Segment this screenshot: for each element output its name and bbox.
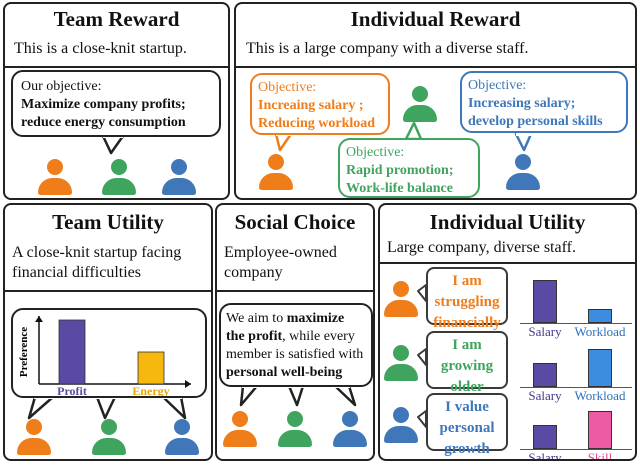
divider xyxy=(217,290,373,292)
person-icon xyxy=(384,345,418,381)
utility-statement: I am growing older xyxy=(426,331,508,395)
bubble-bold-text: personal well-being xyxy=(226,365,343,380)
objective-bubble-blue: Objective: Increasing salary; develop pe… xyxy=(460,71,628,133)
bar-profit xyxy=(58,319,86,385)
y-axis-arrow xyxy=(35,316,43,322)
social-choice-description: Employee-owned company xyxy=(224,244,337,281)
bar-label: Skill xyxy=(587,450,613,461)
bar-skill xyxy=(588,411,612,449)
bubble-text: , while every member is satisfied with xyxy=(226,329,364,362)
team-utility-description: A close-knit startup facing financial di… xyxy=(12,244,182,281)
person-icon xyxy=(333,411,367,447)
person-icon xyxy=(403,86,437,122)
bubble-bold-text: maximize the profit xyxy=(226,311,345,344)
divider xyxy=(5,290,211,292)
person-icon xyxy=(384,281,418,317)
individual-reward-panel: Individual Reward This is a large compan… xyxy=(234,2,637,200)
divider xyxy=(236,66,635,68)
individual-utility-panel: Individual Utility Large company, divers… xyxy=(378,203,637,461)
individual-reward-title: Individual Reward xyxy=(350,7,521,31)
y-axis-label: Preference xyxy=(18,327,30,377)
team-reward-title: Team Reward xyxy=(53,7,180,31)
objective-bubble-orange: Objective: Increaing salary ; Reducing w… xyxy=(250,73,390,135)
objective-bubble-green: Objective: Rapid promotion; Work-life ba… xyxy=(338,138,480,198)
team-reward-panel: Team Reward This is a close-knit startup… xyxy=(3,2,230,200)
team-utility-panel: Team Utility A close-knit startup facing… xyxy=(3,203,213,461)
individual-utility-description: Large company, diverse staff. xyxy=(387,239,576,256)
team-reward-description: This is a close-knit startup. xyxy=(14,40,187,57)
bar-label: Salary xyxy=(528,324,562,339)
bar-salary xyxy=(533,363,557,387)
person-icon xyxy=(384,407,418,443)
bar-workload xyxy=(588,349,612,387)
person-icon xyxy=(162,159,196,195)
objective-text: Increaing salary ; Reducing workload xyxy=(258,98,376,131)
bar-salary xyxy=(533,280,557,323)
individual-utility-title: Individual Utility xyxy=(429,210,586,234)
objective-label: Objective: xyxy=(258,80,317,95)
bar-label: Profit xyxy=(57,384,87,396)
utility-statement: I am struggling financially xyxy=(426,267,508,331)
team-utility-title: Team Utility xyxy=(52,210,164,234)
social-choice-panel: Social Choice Employee-owned company We … xyxy=(215,203,375,461)
objective-text: Increasing salary; develop personal skil… xyxy=(468,96,603,129)
person-icon xyxy=(92,419,126,455)
bar-salary xyxy=(533,425,557,449)
person-icon xyxy=(17,419,51,455)
person-icon xyxy=(223,411,257,447)
x-axis xyxy=(520,449,632,450)
individual-reward-description: This is a large company with a diverse s… xyxy=(246,40,529,57)
objective-label: Objective: xyxy=(468,78,527,93)
bar-label: Salary xyxy=(528,388,562,403)
person-icon xyxy=(38,159,72,195)
bubble-intro: Our objective: xyxy=(21,79,102,94)
person-icon xyxy=(102,159,136,195)
x-axis-arrow xyxy=(185,380,191,388)
person-icon xyxy=(259,154,293,190)
bar-energy xyxy=(137,351,165,385)
person-icon xyxy=(165,419,199,455)
person-icon xyxy=(278,411,312,447)
x-axis xyxy=(520,387,632,388)
divider xyxy=(5,66,228,68)
bar-label: Energy xyxy=(132,384,169,396)
objective-label: Objective: xyxy=(346,145,405,160)
social-choice-bubble: We aim to maximize the profit, while eve… xyxy=(219,303,373,387)
bar-label: Workload xyxy=(574,388,626,403)
divider xyxy=(380,262,635,264)
utility-statement: I value personal growth xyxy=(426,393,508,457)
bar-workload xyxy=(588,309,612,323)
x-axis xyxy=(520,323,632,324)
bar-label: Workload xyxy=(574,324,626,339)
social-choice-title: Social Choice xyxy=(234,210,356,234)
objective-text: Rapid promotion; Work-life balance xyxy=(346,163,454,196)
team-objective-bubble: Our objective: Maximize company profits;… xyxy=(11,70,221,137)
bubble-bold-text: Maximize company profits; reduce energy … xyxy=(21,97,186,130)
bar-label: Salary xyxy=(528,450,562,461)
bubble-text: We aim to xyxy=(226,311,287,326)
person-icon xyxy=(506,154,540,190)
